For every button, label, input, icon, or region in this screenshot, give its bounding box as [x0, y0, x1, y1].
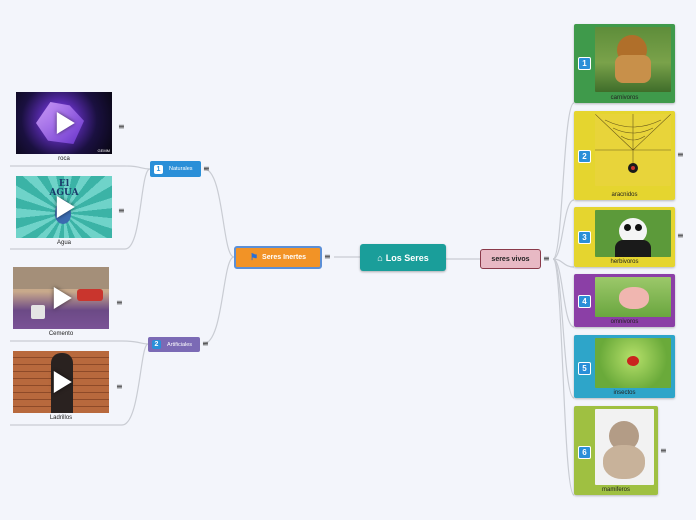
number-badge: 6 [578, 446, 591, 459]
card-label: insectos [613, 390, 636, 396]
subtopic-artificiales[interactable]: 2 Artificiales [148, 337, 200, 352]
video-node-cemento[interactable]: Cemento [13, 267, 109, 339]
number-badge: 3 [578, 231, 591, 244]
play-icon[interactable] [53, 371, 72, 393]
video-caption: Cemento [48, 331, 74, 337]
card-label: omnivoros [610, 319, 639, 325]
play-icon[interactable] [53, 287, 72, 309]
spider-photo [595, 114, 671, 186]
home-icon: ⌂ [377, 252, 383, 263]
video-node-ladrillos[interactable]: Ladrillos [13, 351, 109, 423]
menu-icon[interactable]: ≡ [677, 150, 684, 159]
video-thumbnail-cemento[interactable] [13, 267, 109, 329]
panda-photo [595, 210, 671, 257]
spider-web-icon [595, 114, 671, 173]
number-badge: 5 [578, 362, 591, 375]
menu-icon[interactable]: ≡ [324, 252, 331, 261]
animal-card-carnivoros[interactable]: 1 carnivoros [574, 24, 675, 103]
play-icon[interactable] [56, 196, 75, 218]
card-label: aracnidos [611, 192, 638, 198]
topic-seres-vivos-label: seres vivos [491, 255, 530, 263]
menu-icon[interactable]: ≡ [202, 339, 209, 348]
animal-card-omnivoros[interactable]: 4 omnivoros [574, 274, 675, 327]
menu-icon[interactable]: ≡ [118, 122, 125, 131]
card-label: herbivoros [610, 259, 639, 265]
menu-icon[interactable]: ≡ [116, 298, 123, 307]
video-watermark: GEMM [97, 148, 110, 153]
video-title-text: El AGUA [49, 179, 79, 198]
flag-icon: ⚑ [249, 252, 259, 262]
video-thumbnail-agua[interactable]: El AGUA [16, 176, 112, 238]
play-icon[interactable] [56, 112, 75, 134]
topic-seres-inertes-label: Seres Inertes [262, 254, 307, 261]
video-caption: roca [58, 156, 70, 162]
subtopic-naturales-label: Naturales [169, 166, 193, 172]
pig-photo [595, 277, 671, 317]
central-topic[interactable]: ⌂ Los Seres [360, 244, 446, 271]
animal-card-insectos[interactable]: 5 insectos [574, 335, 675, 398]
menu-icon[interactable]: ≡ [118, 206, 125, 215]
number-badge: 4 [578, 295, 591, 308]
animal-card-mamiferos[interactable]: 6 mamiferos [574, 406, 658, 495]
card-label: carnivoros [610, 95, 639, 101]
menu-icon[interactable]: ≡ [677, 231, 684, 240]
animal-card-herbivoros[interactable]: 3 herbivoros [574, 207, 675, 267]
card-label: mamiferos [601, 487, 630, 493]
central-topic-label: Los Seres [385, 252, 429, 263]
number-badge: 1 [154, 164, 163, 174]
video-caption: Agua [56, 240, 71, 246]
number-badge: 2 [152, 340, 161, 349]
topic-seres-inertes[interactable]: ⚑ Seres Inertes [234, 246, 322, 269]
menu-icon[interactable]: ≡ [203, 164, 210, 173]
number-badge: 1 [578, 57, 591, 70]
animal-card-aracnidos[interactable]: 2 aracnidos [574, 111, 675, 200]
video-node-roca[interactable]: GEMM roca [16, 92, 112, 164]
lion-photo [595, 27, 671, 92]
subtopic-artificiales-label: Artificiales [167, 341, 193, 348]
video-thumbnail-roca[interactable]: GEMM [16, 92, 112, 154]
subtopic-naturales[interactable]: 1 Naturales [150, 161, 201, 177]
menu-icon[interactable]: ≡ [116, 382, 123, 391]
video-thumbnail-ladrillos[interactable] [13, 351, 109, 413]
menu-icon[interactable]: ≡ [543, 254, 550, 263]
video-node-agua[interactable]: El AGUA Agua [16, 176, 112, 248]
ladybug-photo [595, 338, 671, 388]
rabbit-photo [595, 409, 654, 485]
video-caption: Ladrillos [49, 415, 73, 421]
topic-seres-vivos[interactable]: seres vivos [480, 249, 541, 269]
menu-icon[interactable]: ≡ [660, 446, 667, 455]
number-badge: 2 [578, 150, 591, 163]
